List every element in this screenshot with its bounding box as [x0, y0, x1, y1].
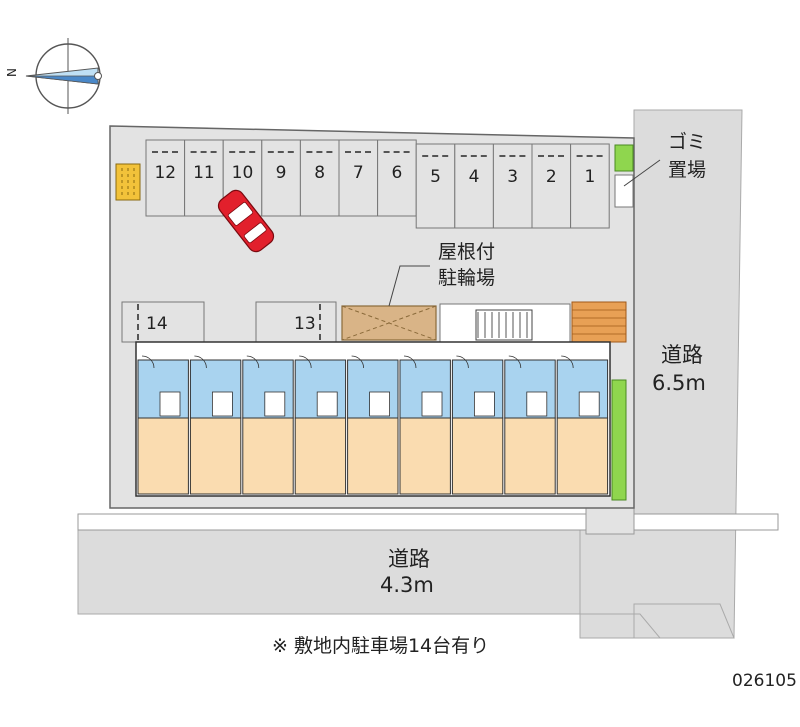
- unit-bathroom: [316, 391, 338, 417]
- unit-living-room: [189, 417, 242, 495]
- road-south-name: 道路: [388, 547, 430, 571]
- unit-living-room: [399, 417, 451, 495]
- stall-number-3: 3: [507, 167, 518, 187]
- site-entrance: [585, 507, 635, 535]
- parking-stall-row: 12 11 10 9 8 7 6 5 4 3 2 1: [145, 139, 610, 229]
- garbage-label-line2: 置場: [668, 159, 706, 181]
- parking-stall-3: [492, 143, 533, 229]
- unit-living-room: [347, 417, 399, 495]
- unit-door-swing: [351, 355, 364, 369]
- unit-bathroom: [264, 391, 286, 417]
- parking-stall-5: [415, 143, 456, 229]
- unit-door-swing: [508, 355, 522, 369]
- unit-living-room: [242, 417, 294, 495]
- unit-bathroom: [159, 391, 181, 417]
- stall-number-7: 7: [353, 163, 364, 183]
- parking-stall-1: [570, 143, 610, 229]
- parking-note: ※ 敷地内駐車場14台有り: [272, 635, 489, 657]
- stair-frame: [475, 309, 533, 341]
- unit-door-swing: [246, 355, 260, 369]
- unit-living-room: [556, 417, 609, 495]
- unit-bathroom: [421, 391, 443, 417]
- stall-number-14: 14: [146, 314, 168, 334]
- road-east-width: 6.5m: [652, 371, 706, 395]
- planter-strip-right: [611, 379, 627, 501]
- stall-number-4: 4: [469, 167, 480, 187]
- stall-number-12: 12: [154, 163, 176, 183]
- road-south-width: 4.3m: [380, 573, 434, 597]
- stall-number-9: 9: [276, 163, 287, 183]
- sidewalk-strip: [77, 513, 779, 531]
- stall-number-10: 10: [232, 163, 254, 183]
- unit-door-swing: [141, 355, 155, 369]
- garbage-area: [614, 144, 634, 172]
- compass: N: [5, 38, 102, 114]
- stall-number-8: 8: [314, 163, 325, 183]
- stall-number-5: 5: [430, 167, 441, 187]
- unit-door-swing: [456, 355, 469, 369]
- stall-number-13: 13: [294, 314, 316, 334]
- unit-bathroom: [578, 391, 600, 417]
- unit-bathroom: [473, 391, 495, 417]
- stall-number-6: 6: [391, 163, 402, 183]
- road-east-name: 道路: [661, 343, 703, 367]
- unit-living-room: [294, 417, 347, 495]
- apartment-units: [137, 355, 609, 495]
- bicycle-leader-line: [388, 265, 430, 307]
- unit-living-room: [504, 417, 556, 495]
- road-south: [77, 529, 735, 639]
- stall-number-11: 11: [193, 163, 215, 183]
- unit-bathroom: [211, 391, 233, 417]
- parking-stall-4: [454, 143, 494, 229]
- compass-north-label: N: [5, 68, 19, 77]
- bicycle-label-line1: 屋根付: [438, 241, 495, 263]
- property-code: 026105: [732, 671, 797, 691]
- stall-number-1: 1: [584, 167, 595, 187]
- unit-door-swing: [561, 355, 574, 369]
- unit-door-swing: [299, 355, 312, 369]
- garbage-label-line1: ゴミ: [668, 131, 706, 153]
- car-icon: [217, 189, 275, 253]
- unit-door-swing: [194, 355, 207, 369]
- unit-bathroom: [369, 391, 391, 417]
- stall-number-2: 2: [546, 167, 557, 187]
- bicycle-label-line2: 駐輪場: [438, 267, 495, 289]
- unit-door-swing: [403, 355, 417, 369]
- unit-living-room: [451, 417, 504, 495]
- parking-stall-14: [121, 301, 205, 343]
- garbage-leader-line: [623, 159, 661, 187]
- brick-pavement: [571, 301, 627, 343]
- staircase: [439, 303, 571, 345]
- unit-bathroom: [526, 391, 548, 417]
- unit-living-room: [137, 417, 189, 495]
